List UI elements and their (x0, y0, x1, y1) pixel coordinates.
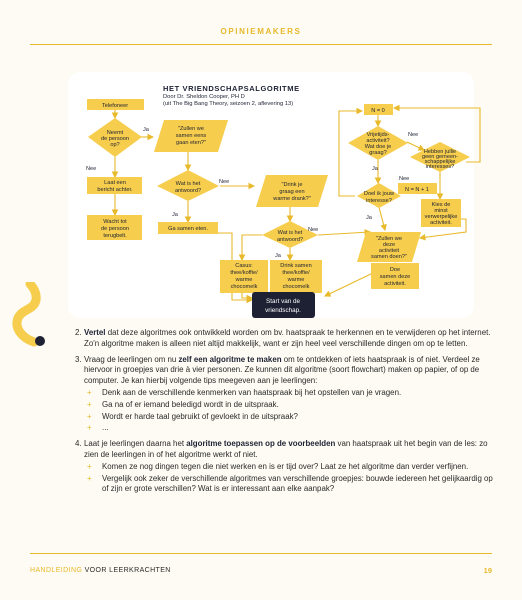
svg-text:Casus:: Casus: (235, 263, 253, 269)
svg-text:Vrijetijds-: Vrijetijds- (367, 132, 390, 138)
svg-text:Nee: Nee (308, 227, 318, 233)
svg-text:Ja: Ja (143, 127, 150, 133)
svg-text:chocomelk: chocomelk (283, 284, 310, 290)
svg-text:graag?: graag? (369, 150, 386, 156)
svg-text:Ja: Ja (372, 166, 379, 172)
flowchart-diagram: Telefoneer Neemt de persoon op? "Zullen … (86, 99, 481, 318)
list-item: 2. Vertel dat deze algoritmes ook ontwik… (75, 328, 491, 348)
svg-text:Kies de: Kies de (432, 202, 451, 208)
svg-text:geen gemeen-: geen gemeen- (422, 154, 458, 160)
header-title: OPINIEMAKERS (220, 27, 302, 36)
svg-text:bericht achter.: bericht achter. (97, 187, 133, 193)
svg-text:Ja: Ja (366, 215, 373, 221)
svg-text:Telefoneer: Telefoneer (102, 103, 128, 109)
tip-item: +Vergelijk ook zeker de verschillende al… (87, 473, 493, 494)
svg-text:Ja: Ja (172, 212, 179, 218)
svg-text:Hebben jullie: Hebben jullie (424, 149, 456, 155)
footer-title: HANDLEIDING VOOR LEERKRACHTEN (30, 567, 171, 574)
decorative-swirl-icon (12, 282, 45, 347)
svg-text:Nee: Nee (408, 132, 418, 138)
svg-text:"Zullen we: "Zullen we (376, 236, 402, 242)
svg-text:interesses?: interesses? (426, 164, 455, 170)
svg-text:interesse?: interesse? (366, 198, 392, 204)
svg-text:Drink samen: Drink samen (280, 263, 311, 269)
flowchart-title: HET VRIENDSCHAPSALGORITME (163, 84, 300, 93)
svg-text:N = N + 1: N = N + 1 (405, 187, 429, 193)
page-number: 19 (483, 566, 492, 575)
svg-text:minst: minst (434, 208, 448, 214)
svg-text:Laat een: Laat een (104, 180, 126, 186)
svg-text:samen doen?": samen doen?" (371, 254, 407, 260)
svg-text:N = 0: N = 0 (371, 108, 385, 114)
svg-text:Doel ik jouw: Doel ik jouw (364, 191, 395, 197)
svg-text:warme: warme (235, 277, 253, 283)
svg-text:op?: op? (110, 142, 119, 148)
svg-text:Neemt: Neemt (107, 130, 124, 136)
svg-text:Ja: Ja (275, 253, 282, 259)
svg-text:verwerpelijke: verwerpelijke (425, 214, 458, 220)
svg-text:Wat doe je: Wat doe je (365, 144, 392, 150)
header-divider (30, 44, 492, 45)
svg-text:de persoon: de persoon (101, 226, 129, 232)
svg-text:Wat is het: Wat is het (278, 230, 303, 236)
svg-text:graag een: graag een (279, 189, 304, 195)
tip-item: +Wordt er harde taal gebruikt of gevloek… (87, 411, 298, 421)
svg-text:terugbelt.: terugbelt. (103, 233, 127, 239)
svg-text:samen deze: samen deze (380, 274, 410, 280)
svg-text:warme: warme (287, 277, 305, 283)
svg-text:vriendschap.: vriendschap. (265, 307, 301, 314)
svg-text:activiteit: activiteit (379, 248, 400, 254)
tip-item: +Denk aan de verschillende kenmerken van… (87, 387, 402, 397)
svg-text:"Drink je: "Drink je (282, 182, 303, 188)
svg-text:chocomelk: chocomelk (231, 284, 258, 290)
svg-text:thee/koffie/: thee/koffie/ (282, 270, 310, 276)
svg-text:activiteit.: activiteit. (384, 281, 406, 287)
svg-text:Doe: Doe (390, 267, 400, 273)
svg-text:activiteit?: activiteit? (366, 138, 389, 144)
svg-text:Start van de: Start van de (266, 298, 300, 305)
svg-text:thee/koffie/: thee/koffie/ (230, 270, 258, 276)
svg-text:Nee: Nee (86, 166, 96, 172)
tip-item: +Komen ze nog dingen tegen die niet werk… (87, 461, 469, 471)
svg-text:antwoord?: antwoord? (277, 237, 303, 243)
svg-text:Ga samen eten.: Ga samen eten. (168, 226, 208, 232)
flowchart-author: Door Dr. Sheldon Cooper, PH D (163, 94, 245, 100)
svg-text:activiteit.: activiteit. (430, 220, 452, 226)
svg-text:Wacht tot: Wacht tot (103, 219, 127, 225)
tip-item: +Ga na of er iemand beledigd wordt in de… (87, 399, 279, 409)
flowchart-source: (uit The Big Bang Theory, seizoen 2, afl… (163, 101, 294, 107)
list-item: 3. Vraag de leerlingen om nu zelf een al… (75, 355, 500, 435)
svg-text:schappelijke: schappelijke (425, 159, 456, 165)
svg-text:Nee: Nee (219, 179, 229, 185)
tip-item: +... (87, 423, 109, 433)
footer-divider (30, 553, 492, 554)
svg-text:Nee: Nee (399, 176, 409, 182)
svg-text:antwoord?: antwoord? (175, 188, 201, 194)
svg-text:warme drank?": warme drank?" (272, 196, 310, 202)
svg-text:gaan eten?": gaan eten?" (176, 140, 206, 146)
svg-text:de persoon: de persoon (101, 136, 129, 142)
svg-text:deze: deze (383, 242, 395, 248)
svg-text:samen eens: samen eens (176, 133, 207, 139)
list-item: 4. Laat je leerlingen daarna het algorit… (75, 439, 500, 495)
instructions-list: 2. Vertel dat deze algoritmes ook ontwik… (75, 328, 500, 500)
svg-text:Wat is het: Wat is het (176, 181, 201, 187)
svg-text:"Zullen we: "Zullen we (178, 126, 204, 132)
